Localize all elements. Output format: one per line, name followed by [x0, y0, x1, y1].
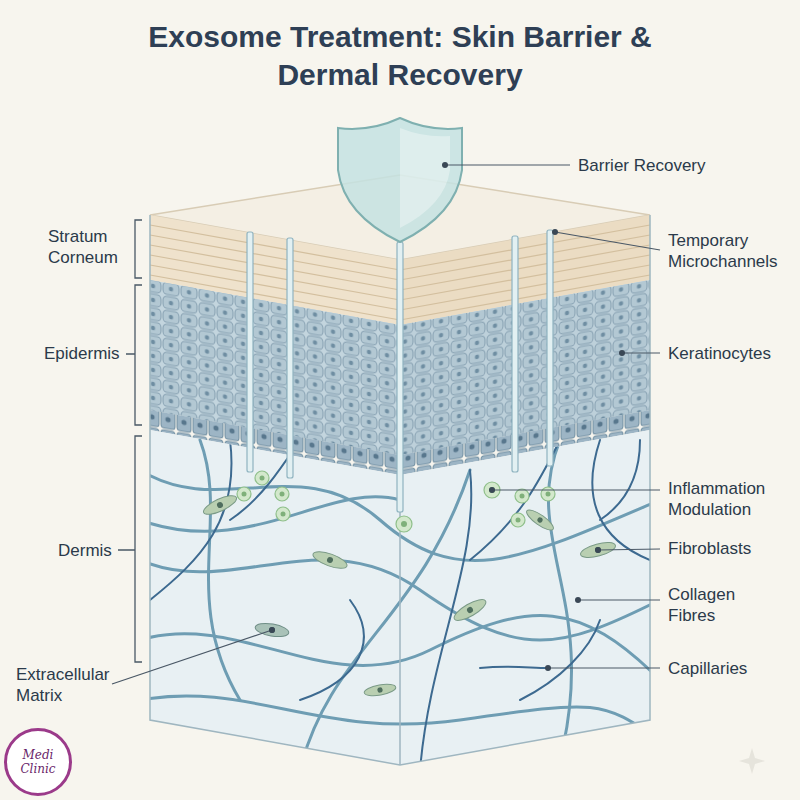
layer-label: Extracellular Matrix [16, 664, 116, 706]
diagram-title: Exosome Treatment: Skin Barrier & Dermal… [140, 18, 660, 94]
fibroblasts [201, 492, 617, 698]
layer-brackets [118, 220, 142, 662]
layer-label: Capillaries [668, 658, 796, 679]
layer-label: Barrier Recovery [578, 155, 768, 176]
layer-label: Dermis [58, 540, 116, 561]
sparkle [739, 748, 765, 774]
layer-label: Keratinocytes [668, 343, 796, 364]
shield-icon [338, 118, 462, 242]
leader-lines [112, 165, 660, 684]
leader-dots [269, 162, 625, 671]
exosomes [237, 471, 555, 532]
layer-label: Stratum Corneum [48, 226, 133, 268]
shield-highlight [400, 128, 450, 228]
layer-label: Temporary Microchannels [668, 230, 796, 272]
layer-label: Fibroblasts [668, 538, 796, 559]
layer-label: Inflammation Modulation [668, 478, 796, 520]
layer-label: Epidermis [44, 343, 124, 364]
layer-label: Collagen Fibres [668, 584, 748, 626]
microchannels [247, 230, 553, 512]
logo-text: Medi Clinic [16, 748, 60, 776]
logo-badge: Medi Clinic [4, 728, 72, 796]
